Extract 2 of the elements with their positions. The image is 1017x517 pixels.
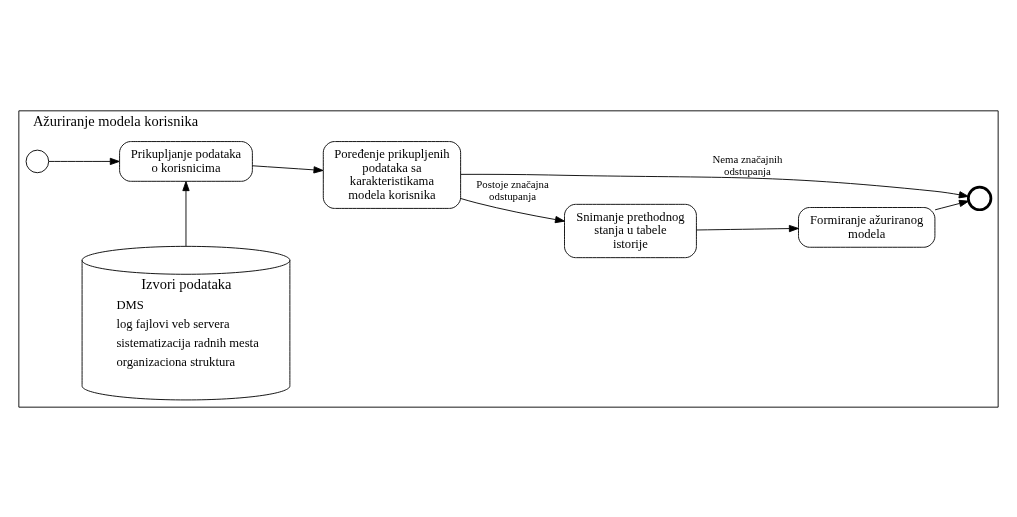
edge-label: Postoje značajna odstupanja [476,177,549,202]
edge-label: Nema značajnih odstupanja [712,152,783,177]
